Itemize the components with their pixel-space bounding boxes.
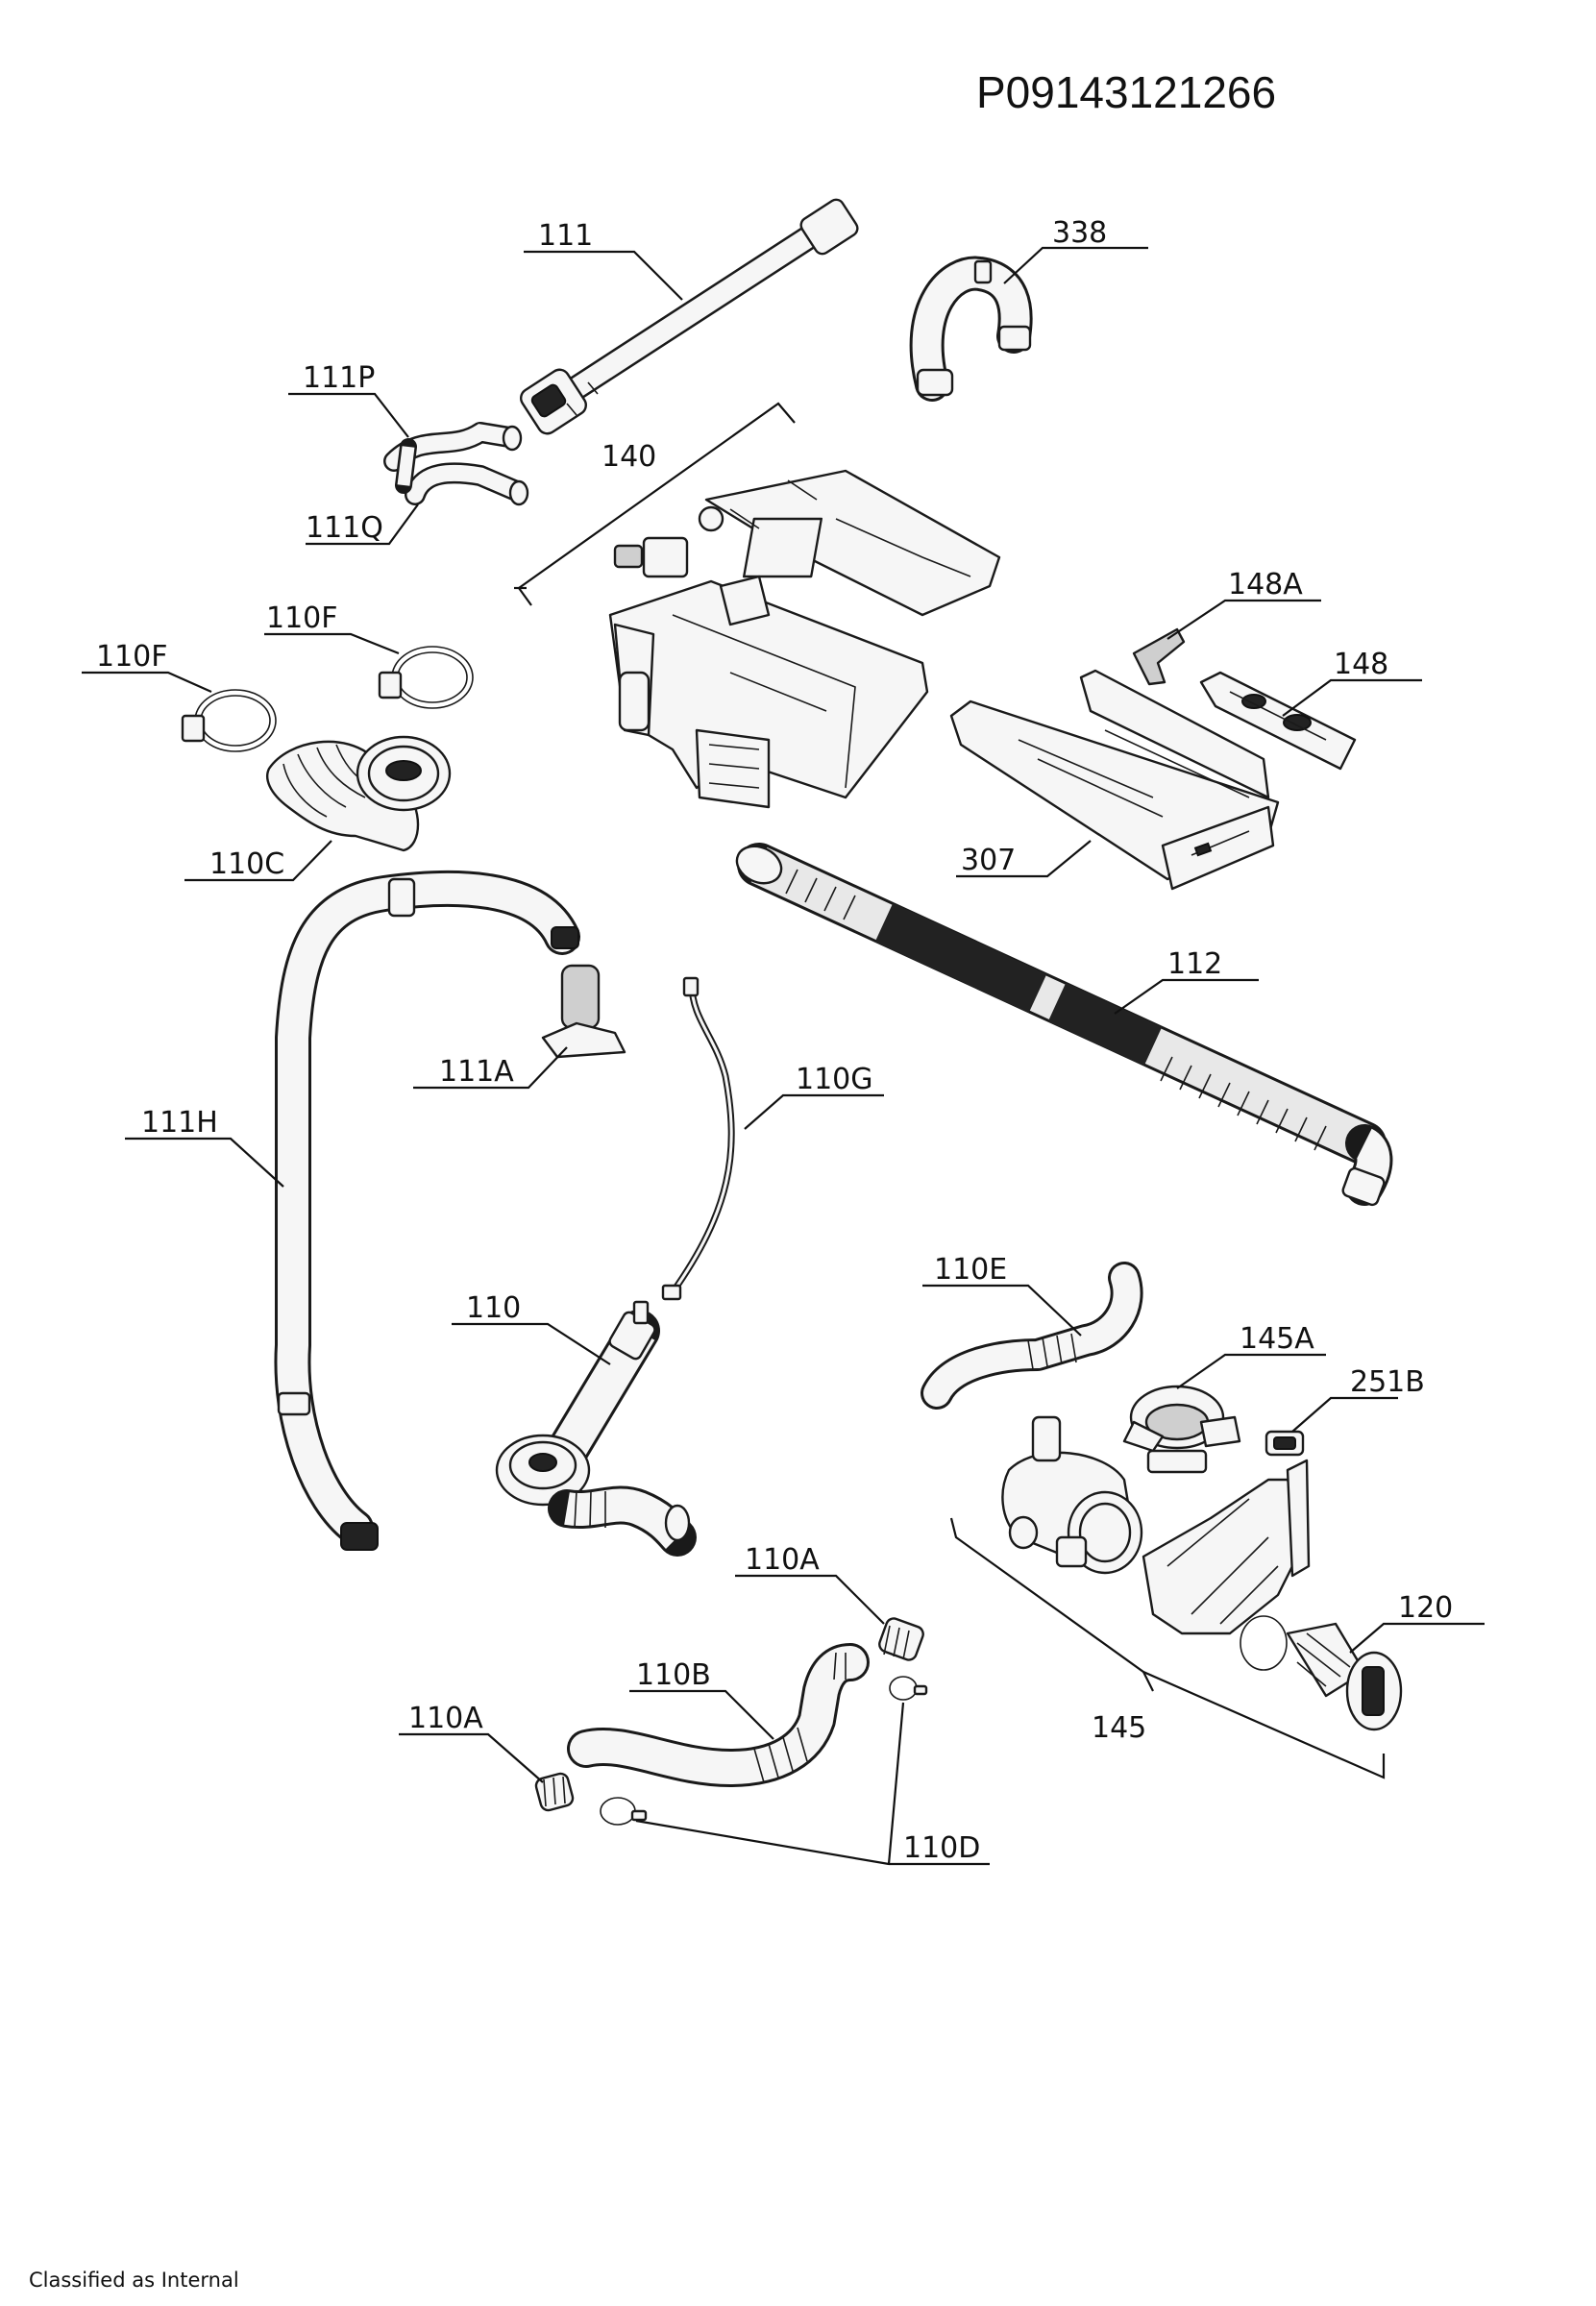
part-140-dispenser-housing (608, 469, 1001, 809)
part-110d-clamp-lower (600, 1797, 648, 1826)
label-148a: 148A (1228, 568, 1303, 601)
part-110b-hose (567, 1643, 870, 1787)
label-110e: 110E (934, 1253, 1007, 1287)
label-110: 110 (466, 1291, 521, 1325)
part-111q-hose (395, 438, 529, 506)
part-110d-clamp-upper (889, 1676, 928, 1701)
label-110a-upper: 110A (745, 1543, 820, 1577)
part-111-hose (519, 198, 859, 435)
part-110c-bellows (266, 735, 452, 852)
label-111h: 111H (141, 1106, 218, 1140)
label-251b: 251B (1350, 1365, 1425, 1399)
label-148: 148 (1334, 648, 1388, 681)
part-338-u-bend (909, 256, 1033, 402)
part-111a-nozzle (541, 964, 626, 1059)
label-111a: 111A (439, 1055, 514, 1089)
label-111q: 111Q (306, 511, 383, 545)
label-145: 145 (1092, 1711, 1146, 1745)
part-148a-lever (1132, 627, 1186, 686)
part-145a-pump-motor (1122, 1385, 1241, 1474)
classification-footer: Classified as Internal (29, 2269, 239, 2292)
part-110f-clamp-right (378, 646, 474, 709)
part-110-sump-hose (495, 1300, 697, 1557)
label-307: 307 (961, 844, 1016, 877)
label-110f-right: 110F (266, 601, 338, 635)
part-110a-coupling-upper (878, 1617, 924, 1661)
part-145-pump-housing (1001, 1415, 1311, 1635)
part-110g-wire (661, 976, 735, 1301)
label-338: 338 (1052, 216, 1107, 250)
label-110b: 110B (636, 1658, 711, 1692)
label-110c: 110C (209, 847, 284, 881)
part-110f-clamp-left (181, 689, 277, 752)
part-111h-hose (274, 870, 580, 1551)
label-111: 111 (538, 219, 593, 253)
document-id: P09143121266 (976, 67, 1276, 117)
part-120-pump-filter (1240, 1615, 1403, 1731)
part-110e-hose (921, 1262, 1143, 1410)
label-111p: 111P (303, 361, 375, 395)
label-112: 112 (1167, 947, 1222, 981)
part-251b-seal (1265, 1430, 1305, 1457)
label-120: 120 (1398, 1591, 1453, 1625)
part-148-siphon-insert (1199, 671, 1357, 771)
label-110f-left: 110F (96, 640, 168, 674)
part-labels: 111 338 111P 140 111Q 148A 110F 110F 148… (96, 216, 1453, 1865)
label-140: 140 (602, 440, 656, 474)
part-112-drain-hose (735, 843, 1393, 1207)
label-145a: 145A (1240, 1322, 1314, 1356)
part-110a-coupling-lower (534, 1772, 575, 1812)
label-110d: 110D (903, 1831, 980, 1865)
label-110a-lower: 110A (408, 1702, 483, 1735)
part-307-detergent-drawer (949, 669, 1280, 891)
leader-lines (82, 246, 1485, 1866)
label-110g: 110G (796, 1063, 873, 1096)
